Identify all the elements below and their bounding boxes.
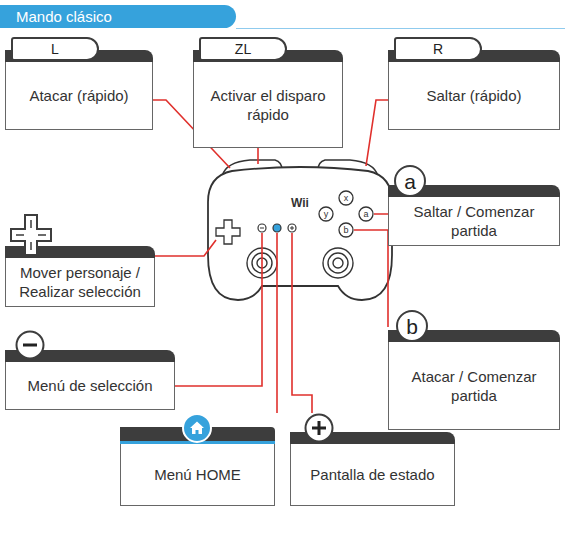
callout-box: L Atacar (rápido) — [5, 37, 153, 130]
callout-header: a — [388, 165, 560, 197]
callout-box: Menú HOME — [120, 413, 275, 506]
x-button — [339, 191, 353, 205]
button-tab: L — [11, 37, 99, 61]
callout-body: Mover personaje / Realizar selección — [5, 258, 155, 307]
home-icon — [182, 413, 212, 443]
callout-body: Menú de selección — [5, 362, 175, 410]
a-button — [359, 207, 373, 221]
minus-icon — [15, 330, 45, 360]
callout-box: aSaltar / Comenzar partida — [388, 165, 560, 246]
callout-header: ZL — [193, 37, 343, 62]
callout-box: ZL Activar el disparo rápido — [193, 37, 343, 148]
description-text: Saltar / Comenzar partida — [395, 202, 553, 240]
description-text: Saltar (rápido) — [426, 86, 521, 105]
callout-body: Saltar / Comenzar partida — [388, 197, 560, 246]
callout-body: Saltar (rápido) — [388, 62, 560, 130]
d-pad-icon — [9, 213, 53, 257]
description-text: Menú HOME — [154, 465, 241, 484]
plus-button — [288, 224, 296, 232]
description-text: Mover personaje / Realizar selección — [12, 263, 148, 301]
callout-box: bAtacar / Comenzar partida — [388, 310, 560, 430]
callout-body: Menú HOME — [120, 444, 275, 506]
minus-mark — [260, 228, 264, 229]
callout-box: R Saltar (rápido) — [388, 37, 560, 130]
y-button — [319, 207, 333, 221]
minus-button — [258, 224, 266, 232]
callout-header: R — [388, 37, 560, 62]
button-letter: b — [343, 225, 348, 234]
callout-box: Pantalla de estado — [290, 413, 455, 506]
callout-header — [5, 330, 175, 362]
title-rule — [236, 28, 565, 29]
callout-header — [290, 413, 455, 444]
callout-header — [5, 213, 155, 258]
description-text: Activar el disparo rápido — [200, 86, 336, 124]
callout-header: L — [5, 37, 153, 62]
brand-logo: Wii — [291, 197, 309, 209]
title-text: Mando clásico — [0, 5, 236, 28]
plus-mark — [290, 226, 294, 230]
button-circle: b — [396, 310, 428, 342]
callout-body: Atacar (rápido) — [5, 62, 153, 130]
button-tab: ZL — [199, 37, 287, 61]
d-pad — [216, 220, 240, 244]
button-letter: a — [363, 209, 368, 218]
description-text: Menú de selección — [27, 376, 152, 395]
callout-box: Mover personaje / Realizar selección — [5, 213, 155, 307]
b-button — [339, 223, 353, 237]
plus-icon — [304, 413, 334, 443]
callout-header — [120, 413, 275, 444]
button-letter: x — [344, 193, 349, 202]
title-band: Mando clásico — [0, 5, 236, 28]
right-stick — [323, 248, 353, 278]
callout-body: Pantalla de estado — [290, 444, 455, 506]
button-letter: y — [324, 209, 329, 218]
description-text: Pantalla de estado — [310, 465, 434, 484]
callout-body: Atacar / Comenzar partida — [388, 342, 560, 430]
button-tab: R — [394, 37, 482, 61]
description-text: Atacar (rápido) — [29, 86, 128, 105]
callout-body: Activar el disparo rápido — [193, 62, 343, 148]
callout-header: b — [388, 310, 560, 342]
home-button — [273, 224, 281, 232]
description-text: Atacar / Comenzar partida — [395, 367, 553, 405]
button-circle: a — [394, 165, 426, 197]
callout-box: Menú de selección — [5, 330, 175, 410]
controller-body — [208, 167, 392, 300]
